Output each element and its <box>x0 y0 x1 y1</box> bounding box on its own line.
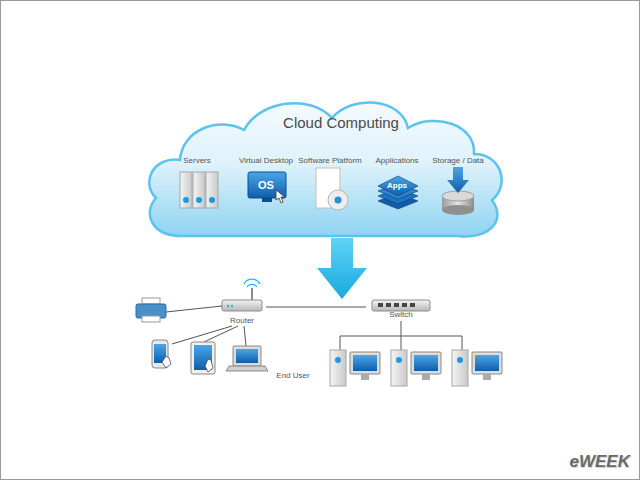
wire <box>204 326 238 342</box>
wire <box>462 336 463 350</box>
device-label: Router <box>218 316 266 326</box>
service-label: Servers <box>159 156 235 166</box>
laptop-lid <box>233 346 261 366</box>
router-icon <box>222 279 262 311</box>
desktop-pc <box>330 350 380 386</box>
wifi-wave <box>244 279 260 284</box>
cloud-title: Cloud Computing <box>140 114 508 132</box>
wire <box>340 336 462 337</box>
desktop-pc <box>391 350 441 386</box>
switch-port <box>378 303 383 307</box>
laptop-base <box>226 366 268 371</box>
switch-icon <box>372 300 430 311</box>
printer-tray <box>142 316 160 322</box>
laptop-screen <box>236 349 258 363</box>
wire <box>172 326 232 344</box>
service-node: Servers <box>159 156 235 212</box>
wire <box>166 306 222 312</box>
printer-paper <box>142 298 160 304</box>
network-device: Router <box>218 288 266 326</box>
icon-text: OS <box>228 179 304 192</box>
cloud-outline <box>140 90 508 242</box>
monitor-stand <box>361 374 369 380</box>
network-link <box>266 307 366 308</box>
power-light <box>396 357 402 363</box>
monitor-screen <box>353 355 377 371</box>
router-body <box>222 300 262 311</box>
tablet-icon <box>191 342 215 374</box>
monitor <box>350 352 380 374</box>
monitor-screen <box>475 355 499 371</box>
wire <box>340 336 341 350</box>
switch-port <box>386 303 391 307</box>
group-label: End User <box>268 371 318 380</box>
phone-body <box>152 340 168 368</box>
wire <box>244 326 246 346</box>
icon-text: Apps <box>359 181 435 191</box>
service-label: Storage / Data <box>420 156 496 166</box>
switch-body <box>372 300 430 311</box>
status-light <box>227 305 229 307</box>
desktop-pc <box>452 350 502 386</box>
device-label: Switch <box>366 310 436 320</box>
switch-port <box>402 303 407 307</box>
flow-arrow <box>317 238 367 299</box>
switch-port <box>410 303 415 307</box>
network-device: Switch <box>366 294 436 320</box>
cloud-node: Cloud ComputingServersVirtual DesktopOSS… <box>140 90 508 242</box>
wire <box>401 336 402 350</box>
service-label: Virtual Desktop <box>228 156 304 166</box>
tablet-screen <box>194 345 212 370</box>
antenna <box>251 288 253 300</box>
laptop-icon <box>226 346 268 371</box>
monitor-stand <box>422 374 430 380</box>
watermark: eWEEK <box>570 452 630 472</box>
service-node: ApplicationsApps <box>359 156 435 212</box>
service-label: Software Platform <box>292 156 368 166</box>
monitor <box>411 352 441 374</box>
wifi-wave <box>247 284 257 287</box>
wires <box>166 306 462 350</box>
monitor-stand <box>483 374 491 380</box>
service-node: Virtual DesktopOS <box>228 156 304 212</box>
pc-tower <box>452 350 468 386</box>
status-light <box>231 305 233 307</box>
monitor <box>472 352 502 374</box>
service-node: Software Platform <box>292 156 368 212</box>
monitor-screen <box>414 355 438 371</box>
phone-screen <box>154 344 166 363</box>
hand <box>205 359 213 372</box>
power-light <box>335 357 341 363</box>
hand <box>162 356 171 368</box>
service-label: Applications <box>359 156 435 166</box>
pc-tower <box>391 350 407 386</box>
pc-tower <box>330 350 346 386</box>
printer-icon <box>136 298 166 322</box>
service-node: Storage / Data <box>420 156 496 212</box>
switch-port <box>394 303 399 307</box>
printer-body <box>136 304 166 318</box>
power-light <box>457 357 463 363</box>
tablet-body <box>191 342 215 374</box>
wire <box>401 321 402 336</box>
phone-icon <box>152 340 171 368</box>
